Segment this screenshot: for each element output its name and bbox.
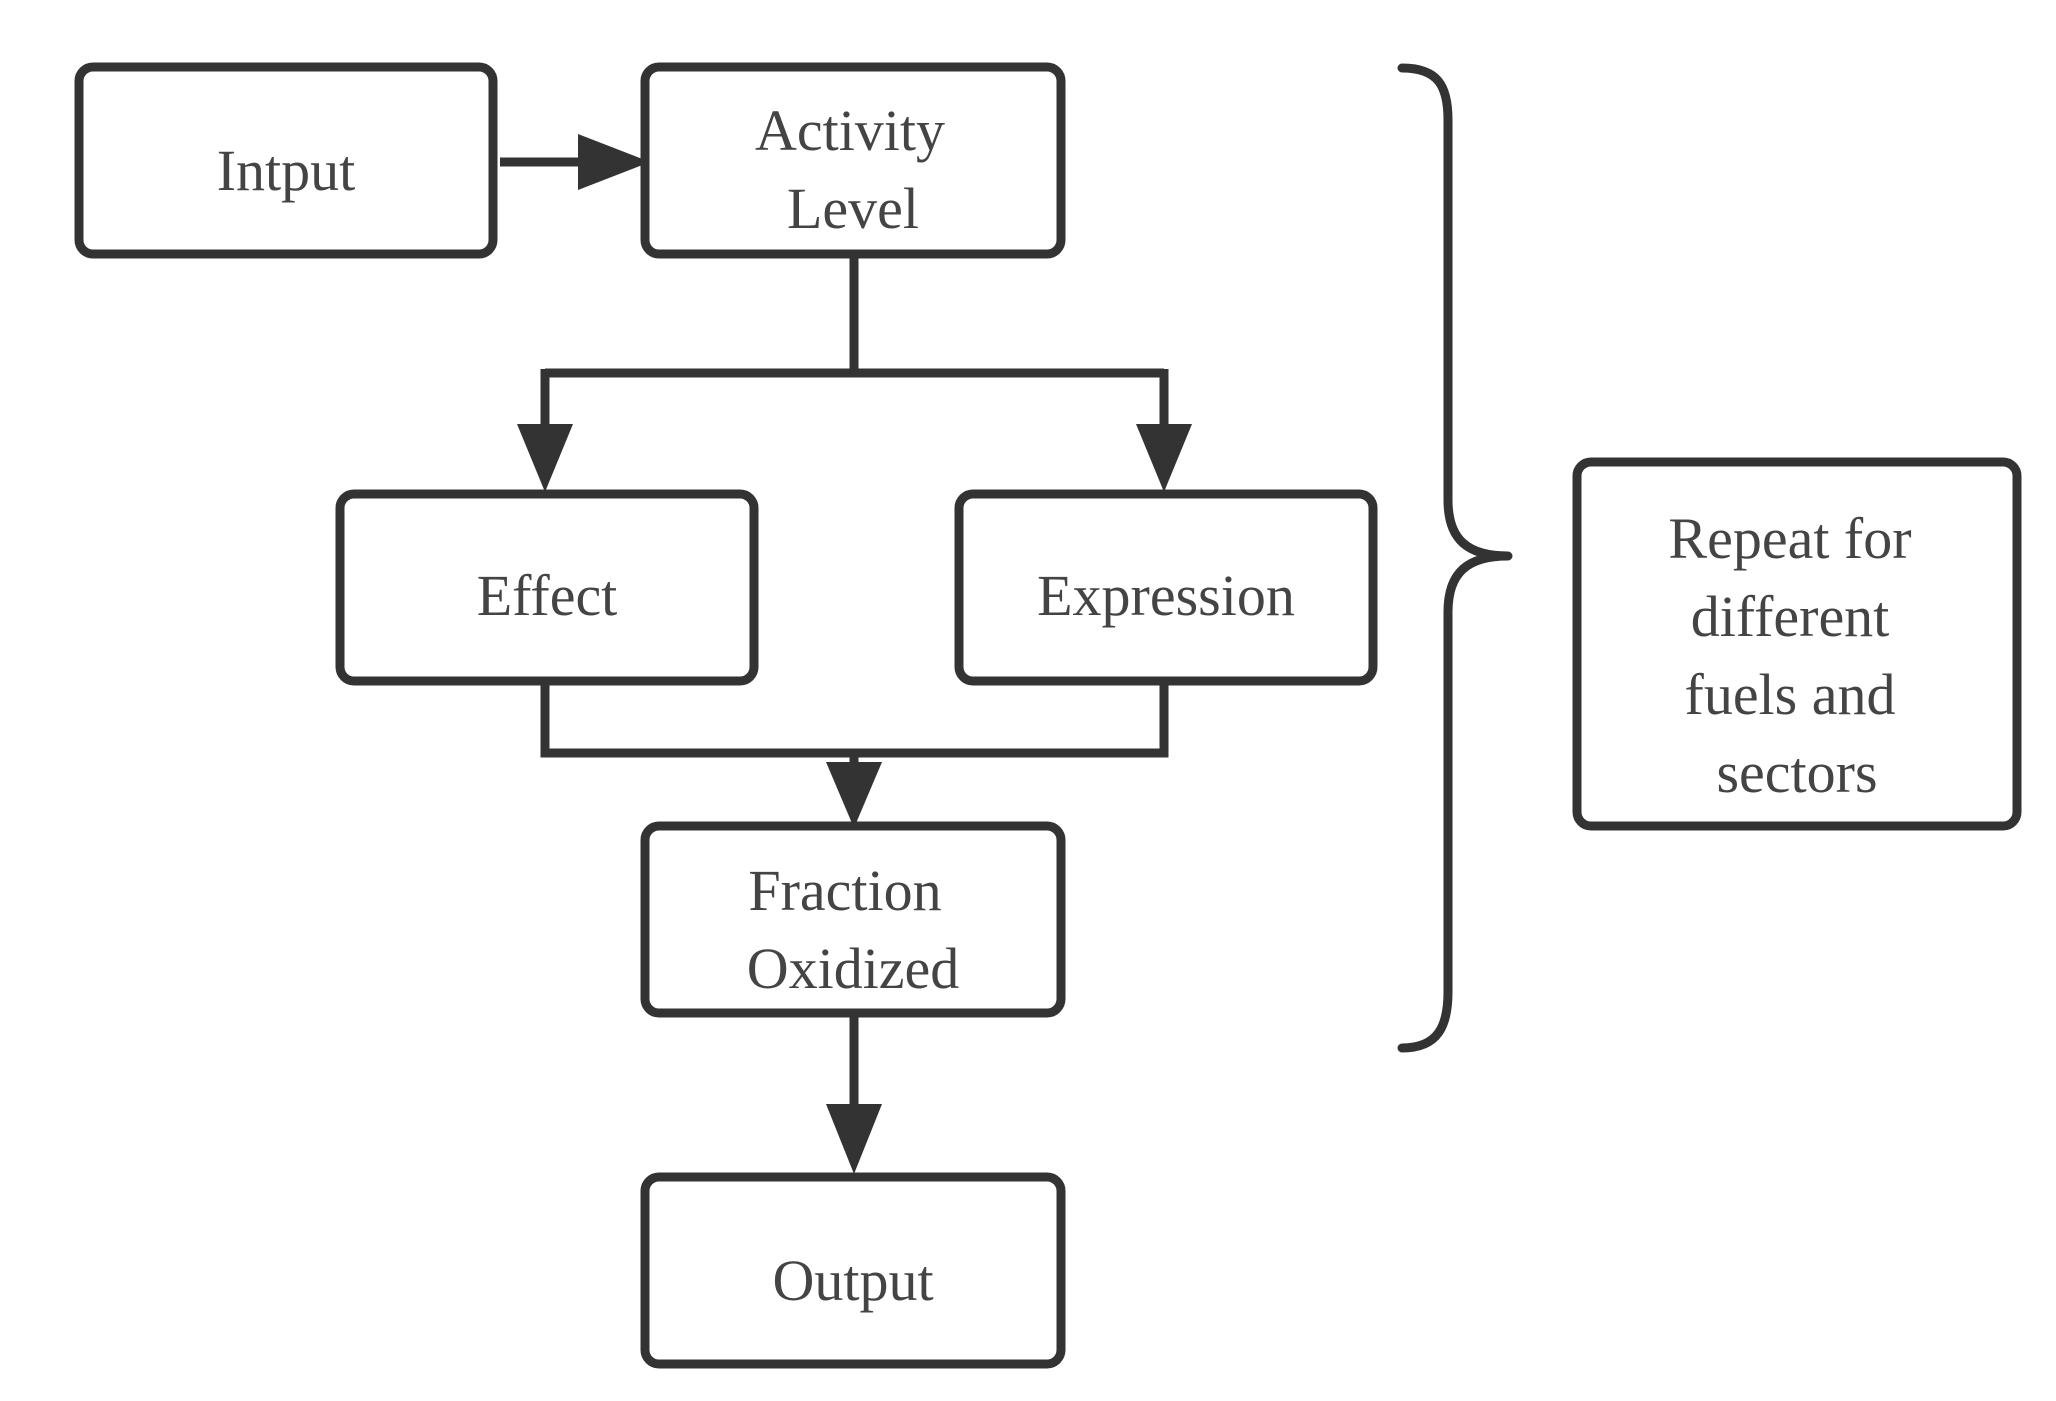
repeat-note-line-3: fuels and [1685,662,1896,727]
repeat-note-line-4: sectors [1716,740,1877,805]
output-label: Output [772,1248,933,1313]
arrowhead-to-output [826,1104,882,1174]
output-box [640,1172,1066,1369]
fraction-oxidized-label-line-2: Oxidized [747,936,960,1001]
expression-label: Expression [1037,563,1295,628]
input-label: Intput [217,138,356,203]
fraction-oxidized-box [640,821,1066,1018]
effect-label: Effect [477,563,618,628]
expression-node: Expression [954,489,1378,686]
repeat-note-node: Repeat for different fuels and sectors [1572,457,2022,831]
activity-level-box [640,62,1066,259]
connector-activity-split [540,256,1169,430]
fraction-oxidized-label-line-1: Fraction [748,858,941,923]
activity-level-node: Activity Level [640,62,1066,259]
input-node: Intput [74,62,498,259]
output-node: Output [640,1172,1066,1369]
expression-box [954,489,1378,686]
input-box [74,62,498,259]
fraction-oxidized-node: Fraction Oxidized [640,821,1066,1018]
arrowhead-to-expression [1136,424,1192,492]
connectors [500,134,1192,1174]
activity-level-label-line-2: Level [787,176,919,241]
arrowhead-to-fraction [826,762,882,828]
grouping-brace [1397,63,1513,1053]
activity-level-label-line-1: Activity [755,98,945,163]
repeat-note-box [1572,457,2022,831]
effect-box [335,489,759,686]
repeat-note-line-1: Repeat for [1668,506,1911,571]
repeat-note-line-2: different [1691,584,1890,649]
arrowhead-to-activity [578,134,650,190]
effect-node: Effect [335,489,759,686]
arrowhead-to-effect [517,424,573,492]
